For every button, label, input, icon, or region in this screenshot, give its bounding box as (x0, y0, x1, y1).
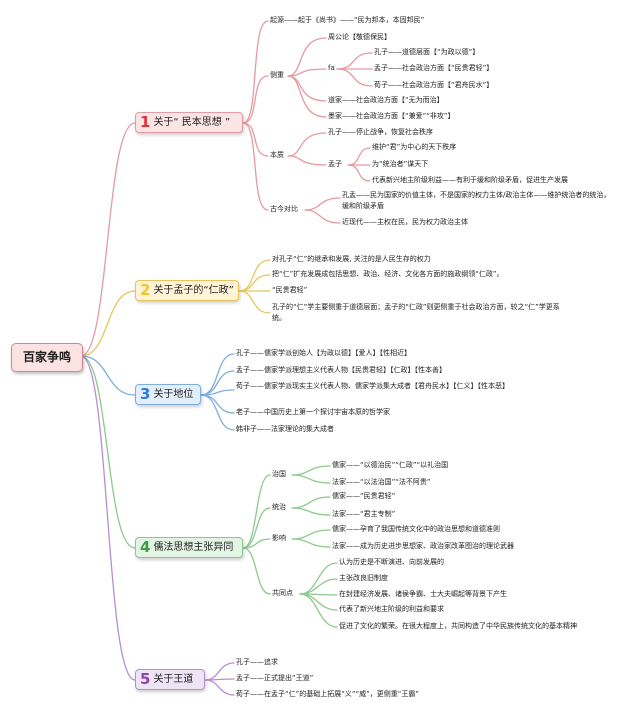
node-renzheng-1[interactable]: 对孔子“仁”的继承和发展, 关注的是人民生存的权力 (272, 255, 431, 263)
node-mengzi-essence[interactable]: 孟子 (328, 160, 342, 168)
section-number: 4 (140, 538, 151, 556)
node-essence[interactable]: 本质 (270, 151, 284, 159)
section-node-rufa[interactable]: 4 儒法思想主张异同 (135, 537, 243, 558)
node-origin[interactable]: 起源——起于《尚书》——“民为邦本，本固邦民” (270, 16, 425, 24)
node-tongzhi-fa[interactable]: 法家——“君主专制” (332, 510, 396, 518)
section-number: 5 (140, 670, 151, 688)
node-wangdao-1[interactable]: 孔子——追求 (236, 658, 278, 666)
node-wangdao-3[interactable]: 荀子——在孟子“仁”的基础上拓展“义”“威”，更侧重“王霸” (236, 690, 420, 698)
section-label: 关于孟子的“仁政” (153, 285, 234, 296)
node-cmp2[interactable]: 近现代——主权在民，民为权力政治主体 (342, 218, 468, 226)
node-zhiguo[interactable]: 治国 (272, 470, 286, 478)
node-gongtong-2[interactable]: 主张改良旧制度 (339, 574, 388, 582)
section-node-minben[interactable]: 1 关于“ 民本思想 ” (135, 112, 243, 133)
node-diwei-2[interactable]: 孟子——儒家学派理想主义代表人物【民贵君轻】【仁政】【性本善】 (236, 366, 446, 374)
section-label: 关于“ 民本思想 ” (153, 117, 231, 128)
section-label: 关于地位 (153, 389, 194, 400)
node-side[interactable]: 侧重 (270, 71, 284, 79)
node-gongtong-1[interactable]: 认为历史是不断演进、向前发展的 (339, 558, 444, 566)
node-tongzhi[interactable]: 统治 (272, 503, 286, 511)
node-tongzhi-ru[interactable]: 儒家——“民贵君轻” (332, 492, 396, 500)
section-number: 3 (140, 385, 151, 403)
node-kz-essence[interactable]: 孔子——停止战争，恢复社会秩序 (328, 128, 433, 136)
section-node-wangdao[interactable]: 5 关于王道 (135, 669, 205, 690)
node-mengzi[interactable]: 孟子——社会政治方面【“民贵君轻”】 (374, 64, 494, 72)
section-node-renzheng[interactable]: 2 关于孟子的“仁政” (135, 280, 239, 301)
section-label: 关于王道 (153, 674, 194, 685)
root-node[interactable]: 百家争鸣 (11, 343, 83, 372)
node-mz3[interactable]: 代表新兴地主阶级利益——有利于缓和阶级矛盾，促进生产发展 (372, 176, 568, 184)
node-gongtong-4[interactable]: 代表了新兴地主阶级的利益和要求 (339, 605, 444, 613)
node-zhougong[interactable]: 周公论【敬德保民】 (328, 33, 391, 41)
node-wangdao-2[interactable]: 孟子——正式提出“王道” (236, 674, 314, 682)
node-diwei-1[interactable]: 孔子——儒家学派创始人【为政以德】【爱人】【性相近】 (236, 349, 411, 357)
node-kongzi[interactable]: 孔子——道德层面【“为政以德”】 (374, 48, 480, 56)
node-yingxiang[interactable]: 影响 (272, 534, 286, 542)
node-renzheng-4[interactable]: 孔子的“仁”学主要侧重于道德层面；孟子的“仁政”则更侧重于社会政治方面，较之“仁… (272, 303, 560, 322)
node-zhiguo-ru[interactable]: 儒家——“以德治民”“仁政”“以礼治国 (332, 461, 449, 469)
section-number: 1 (140, 113, 151, 131)
node-diwei-4[interactable]: 老子——中国历史上第一个探讨宇宙本原的哲学家 (236, 408, 390, 416)
node-fa[interactable]: fa (328, 64, 335, 72)
node-mz2[interactable]: 为“统治者”谋天下 (372, 160, 429, 168)
node-yingxiang-fa[interactable]: 法家——成为历史进步思想家、政治家改革图治的理论武器 (332, 542, 514, 550)
node-diwei-3[interactable]: 荀子——儒家学派现实主义代表人物、儒家学派集大成者【君舟民水】【仁义】【性本恶】 (236, 382, 509, 390)
node-cmp1[interactable]: 孔孟——民为国家的价值主体，不是国家的权力主体/政治主体——维护统治者的统治，缓… (342, 191, 611, 210)
node-renzheng-2[interactable]: 把“仁”扩充发展成包括思想、政治、经济、文化各方面的施政纲领“仁政”。 (272, 270, 504, 278)
node-zhiguo-fa[interactable]: 法家——“以法治国”“法不阿贵” (332, 478, 431, 486)
node-mojia[interactable]: 墨家——社会政治方面【“兼爱”“非攻”】 (328, 112, 455, 120)
node-daojia[interactable]: 道家——社会政治方面【“无为而治】 (328, 96, 444, 104)
section-number: 2 (140, 281, 151, 299)
node-gongtong-5[interactable]: 促进了文化的繁荣。在很大程度上，共同构造了中华民族传统文化的基本精神 (339, 622, 577, 630)
node-renzheng-3[interactable]: “民贵君轻” (272, 286, 308, 294)
node-mz1[interactable]: 维护“君”为中心的天下秩序 (372, 143, 457, 151)
section-label: 儒法思想主张异同 (153, 542, 234, 553)
node-compare[interactable]: 古今对比 (270, 205, 298, 213)
section-node-diwei[interactable]: 3 关于地位 (135, 384, 201, 405)
node-gongtong-3[interactable]: 在封建经济发展、诸侯争霸、士大夫崛起等背景下产生 (339, 590, 507, 598)
node-diwei-5[interactable]: 韩非子——法家理论的集大成者 (236, 425, 334, 433)
node-gongtong[interactable]: 共同点 (272, 589, 293, 597)
node-xunzi[interactable]: 荀子——社会政治方面【“君舟民水”】 (374, 81, 494, 89)
node-yingxiang-ru[interactable]: 儒家——孕育了我国传统文化中的政治思想和道德准则 (332, 525, 500, 533)
